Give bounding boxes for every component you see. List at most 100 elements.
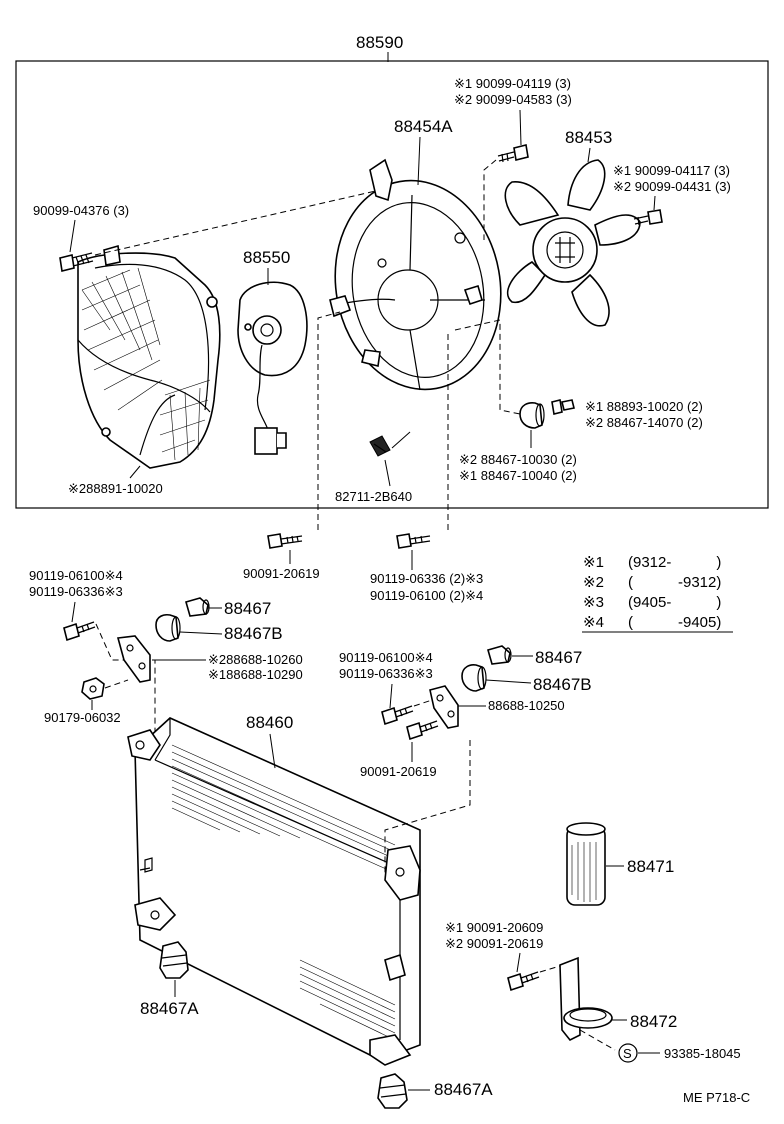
- condenser: [127, 717, 421, 1066]
- leader-left-bolt: [71, 601, 76, 623]
- wire-clip: [369, 435, 391, 457]
- dash-receiver-screw: [579, 1029, 616, 1051]
- label-motor-plate: 88454A: [394, 117, 453, 136]
- footer-code: ME P718-C: [683, 1090, 750, 1105]
- label-foot-bottom: 88467A: [434, 1080, 493, 1099]
- label-motor: 88550: [243, 248, 290, 267]
- plate-cushion: [519, 399, 575, 429]
- left-collar: [185, 597, 210, 617]
- label-right-collar-2: ※2 88467-14070 (2): [585, 415, 703, 430]
- label-cushion-1: ※1 88467-10040 (2): [459, 468, 577, 483]
- fan-motor: [237, 281, 308, 455]
- dash-center-bolt: [317, 311, 341, 530]
- dash-rec-bolt: [539, 965, 561, 973]
- label-shroud-part: ※288891-10020: [68, 481, 163, 496]
- receiver-bracket: [559, 956, 613, 1042]
- left-bracket: [116, 635, 151, 683]
- dash-motor-screw: [483, 159, 497, 240]
- label-bolt-center: 90091-20619: [243, 566, 320, 581]
- motor-plate: [329, 158, 502, 391]
- label-rec-bolt-1: ※1 90091-20609: [445, 920, 543, 935]
- dash-shroud-to-plate: [94, 189, 381, 256]
- leader-rec-bolt: [516, 952, 521, 973]
- receiver-drier: [566, 822, 606, 906]
- label-bracket-left-1: ※188688-10290: [208, 667, 303, 682]
- legend-range-2: ( ‐9312): [628, 574, 721, 591]
- shroud-bolt: [59, 252, 94, 272]
- leader-cushion-mid: [485, 679, 532, 684]
- label-cushion-2: ※2 88467-10030 (2): [459, 452, 577, 467]
- legend: ※1 (9312‐ ) ※2 ( ‐9312) ※3 (9405‐ ) ※4 (…: [582, 554, 733, 633]
- screw-s-mark: S: [623, 1046, 632, 1061]
- leader-shroud-part: [129, 465, 141, 479]
- label-rec-bolt-2: ※2 90091-20619: [445, 936, 543, 951]
- fan-screw: [633, 209, 663, 226]
- label-bolt-mid: 90091-20619: [360, 764, 437, 779]
- label-shroud-bolt: 90099-04376 (3): [33, 203, 129, 218]
- label-motor-screw-2: ※2 90099-04583 (3): [454, 92, 572, 107]
- leader-mid-bolt-top: [389, 683, 393, 709]
- leader-motor-plate: [417, 136, 421, 186]
- leader-motor-screw: [519, 109, 522, 146]
- motor-screw: [497, 144, 529, 163]
- dash-mid-bolt: [413, 699, 433, 707]
- fan-blade: [504, 159, 641, 327]
- label-cushion-left: 88467B: [224, 624, 283, 643]
- label-fan-screw-2: ※2 90099-04431 (3): [613, 179, 731, 194]
- leader-fan: [587, 147, 591, 163]
- label-bolt-right-1: 90119-06336 (2)※3: [370, 571, 483, 586]
- mid-collar: [487, 645, 512, 665]
- mid-lower-bolt: [406, 720, 439, 741]
- leader-clip-2: [391, 431, 411, 449]
- assembly-frame: [15, 60, 769, 509]
- leader-cushion-left: [179, 631, 223, 635]
- legend-mark-1: ※1: [583, 554, 604, 571]
- label-collar-mid: 88467: [535, 648, 582, 667]
- leader-clip: [384, 459, 391, 487]
- center-bolt: [267, 533, 303, 549]
- label-nut-left: 90179-06032: [44, 710, 121, 725]
- fan-shroud: [77, 244, 221, 469]
- label-foot-left: 88467A: [140, 999, 199, 1018]
- label-mid-bolt-2: 90119-06336※3: [339, 666, 433, 681]
- leader-shroud-bolt: [69, 219, 76, 253]
- legend-mark-3: ※3: [583, 594, 604, 611]
- right-bolt: [396, 533, 431, 549]
- label-motor-screw-1: ※1 90099-04119 (3): [454, 76, 571, 91]
- label-clip: 82711-2B640: [335, 489, 412, 504]
- dash-right-collar: [454, 319, 521, 415]
- label-receiver: 88471: [627, 857, 674, 876]
- dash-left-nut: [104, 679, 129, 689]
- screw-s-symbol: S: [618, 1043, 638, 1063]
- label-screw-s: 93385-18045: [664, 1046, 741, 1061]
- leader-fan-screw: [653, 195, 656, 211]
- mid-bracket: [429, 685, 459, 729]
- label-fan-screw-1: ※1 90099-04117 (3): [613, 163, 730, 178]
- left-nut: [81, 677, 105, 700]
- label-bracket-left-2: ※288688-10260: [208, 652, 303, 667]
- legend-mark-2: ※2: [583, 574, 604, 591]
- foot-left: [159, 941, 189, 979]
- label-left-bolt-2: 90119-06336※3: [29, 584, 123, 599]
- mid-bolt: [381, 705, 414, 726]
- leader-condenser: [269, 733, 276, 769]
- label-receiver-bracket: 88472: [630, 1012, 677, 1031]
- label-right-collar-1: ※1 88893-10020 (2): [585, 399, 703, 414]
- foot-bottom: [377, 1073, 408, 1109]
- mid-cushion: [461, 664, 487, 692]
- label-collar-left: 88467: [224, 599, 271, 618]
- legend-mark-4: ※4: [583, 614, 604, 631]
- label-cushion-mid: 88467B: [533, 675, 592, 694]
- receiver-bolt: [507, 971, 540, 992]
- label-left-bolt-1: 90119-06100※4: [29, 568, 123, 583]
- label-condenser: 88460: [246, 713, 293, 732]
- label-bracket-mid: 88688-10250: [488, 698, 565, 713]
- legend-range-4: ( ‐9405): [628, 614, 721, 631]
- label-fan: 88453: [565, 128, 612, 147]
- left-cushion: [155, 613, 181, 642]
- legend-range-3: (9405‐ ): [628, 594, 721, 611]
- label-mid-bolt-1: 90119-06100※4: [339, 650, 433, 665]
- label-bolt-right-2: 90119-06100 (2)※4: [370, 588, 483, 603]
